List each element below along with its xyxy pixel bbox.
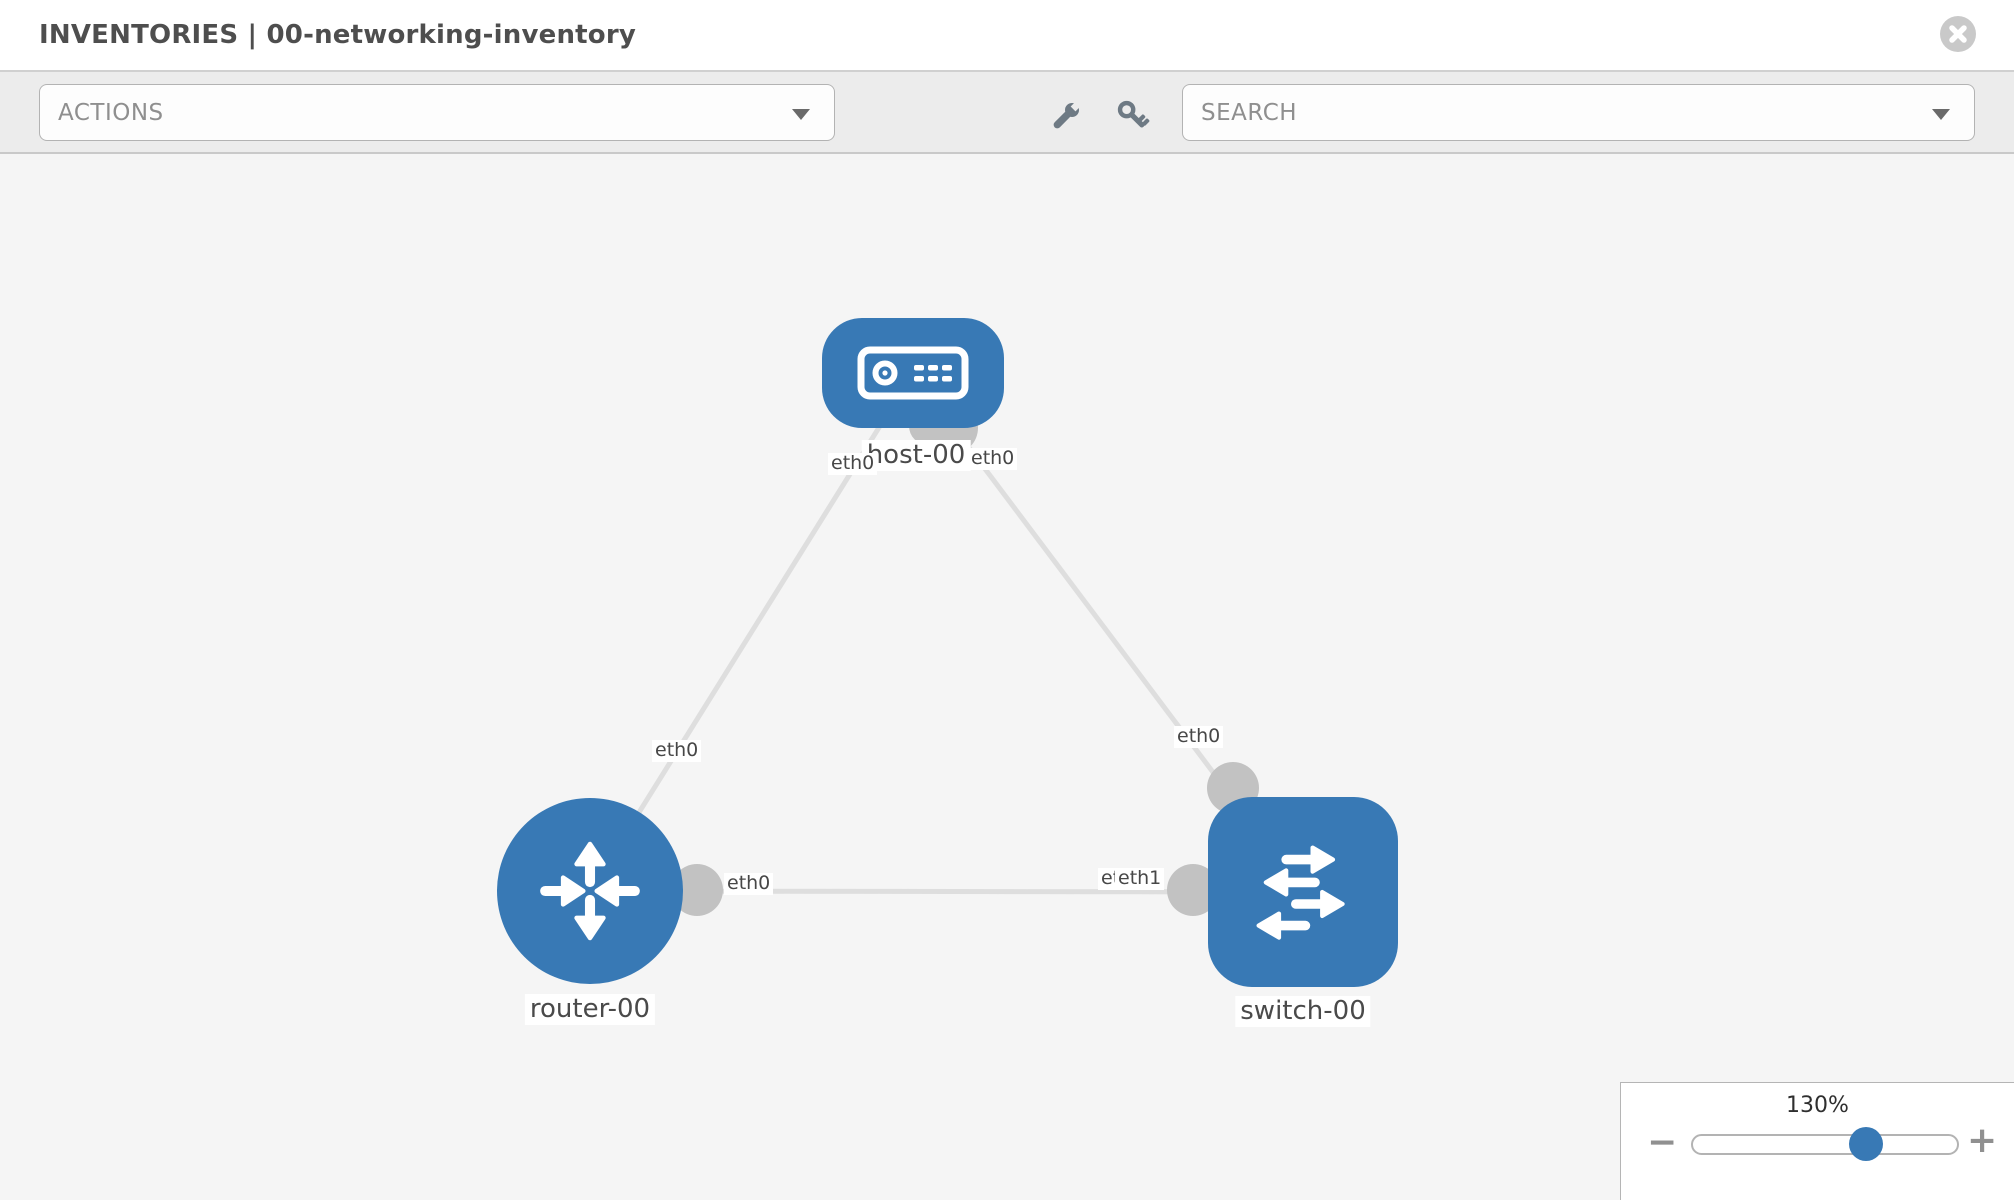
wrench-icon[interactable]: [1049, 99, 1083, 133]
interface-label: eth0: [828, 452, 878, 475]
zoom-level-value: 130%: [1786, 1093, 1849, 1118]
chevron-down-icon: [1932, 108, 1950, 120]
switch-icon: [1256, 845, 1345, 940]
interface-label: eth0: [968, 447, 1018, 470]
port-circle-router-right[interactable]: [671, 864, 723, 916]
actions-dropdown[interactable]: ACTIONS: [39, 84, 835, 141]
interface-label: eth0: [652, 739, 702, 762]
topology-canvas[interactable]: host-00 router-00 switch-00 eth0 eth0 et…: [0, 154, 2014, 1200]
actions-dropdown-label: ACTIONS: [58, 99, 164, 126]
interface-label: eth0: [724, 872, 774, 895]
port-circle-switch-left[interactable]: [1167, 864, 1219, 916]
search-dropdown-label: SEARCH: [1201, 99, 1298, 126]
close-button[interactable]: [1940, 16, 1976, 52]
key-icon[interactable]: [1116, 99, 1150, 133]
node-label-router-00: router-00: [524, 994, 656, 1025]
node-host-00[interactable]: [822, 318, 1004, 428]
router-icon: [540, 841, 640, 941]
close-icon: [1949, 25, 1967, 43]
toolbar: ACTIONS SEARCH: [0, 72, 2014, 154]
page-header: INVENTORIES | 00-networking-inventory: [0, 0, 2014, 72]
chevron-down-icon: [792, 108, 810, 120]
zoom-slider-track[interactable]: [1691, 1127, 1959, 1161]
zoom-slider-thumb[interactable]: [1849, 1127, 1883, 1161]
node-label-switch-00: switch-00: [1235, 996, 1371, 1027]
interface-label: eth0: [1174, 725, 1224, 748]
zoom-in-button[interactable]: +: [1967, 1120, 1998, 1161]
search-dropdown[interactable]: SEARCH: [1182, 84, 1975, 141]
node-switch-00[interactable]: [1208, 797, 1398, 987]
host-icon: [857, 346, 969, 400]
interface-label: eth1: [1115, 867, 1165, 890]
zoom-out-button[interactable]: −: [1647, 1122, 1678, 1163]
page-title: INVENTORIES | 00-networking-inventory: [39, 20, 637, 50]
node-router-00[interactable]: [497, 798, 683, 984]
node-label-host-00: host-00: [861, 440, 971, 471]
zoom-panel: 130% − +: [1620, 1082, 2014, 1200]
